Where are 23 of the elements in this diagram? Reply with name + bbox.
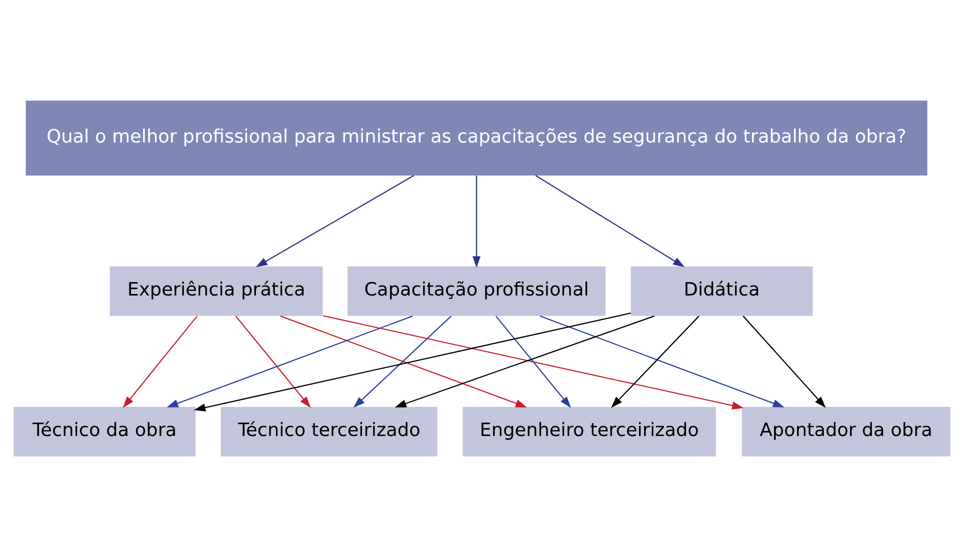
arrow	[495, 316, 571, 408]
node-box: Experiência prática	[110, 266, 323, 316]
node-box: Técnico terceirizado	[220, 406, 438, 456]
arrow	[742, 316, 826, 408]
arrow	[280, 316, 528, 408]
arrow	[353, 316, 452, 408]
arrow	[256, 175, 414, 268]
node-box: Didática	[630, 266, 813, 316]
arrow	[535, 175, 685, 268]
arrow	[540, 316, 784, 408]
arrow	[394, 316, 654, 408]
arrow	[323, 315, 744, 410]
node-box: Engenheiro terceirizado	[462, 406, 716, 456]
arrow	[166, 316, 413, 408]
node-box: Qual o melhor profissional para ministrar as capacitações de segurança do trabalho da obra?	[26, 100, 928, 176]
node-box: Capacitação profissional	[348, 266, 606, 316]
arrow	[122, 316, 198, 408]
arrow	[235, 316, 311, 408]
node-box: Técnico da obra	[14, 406, 196, 456]
node-box: Apontador da obra	[742, 406, 950, 456]
arrow	[472, 176, 481, 268]
arrow	[611, 316, 700, 408]
arrow	[194, 312, 631, 412]
